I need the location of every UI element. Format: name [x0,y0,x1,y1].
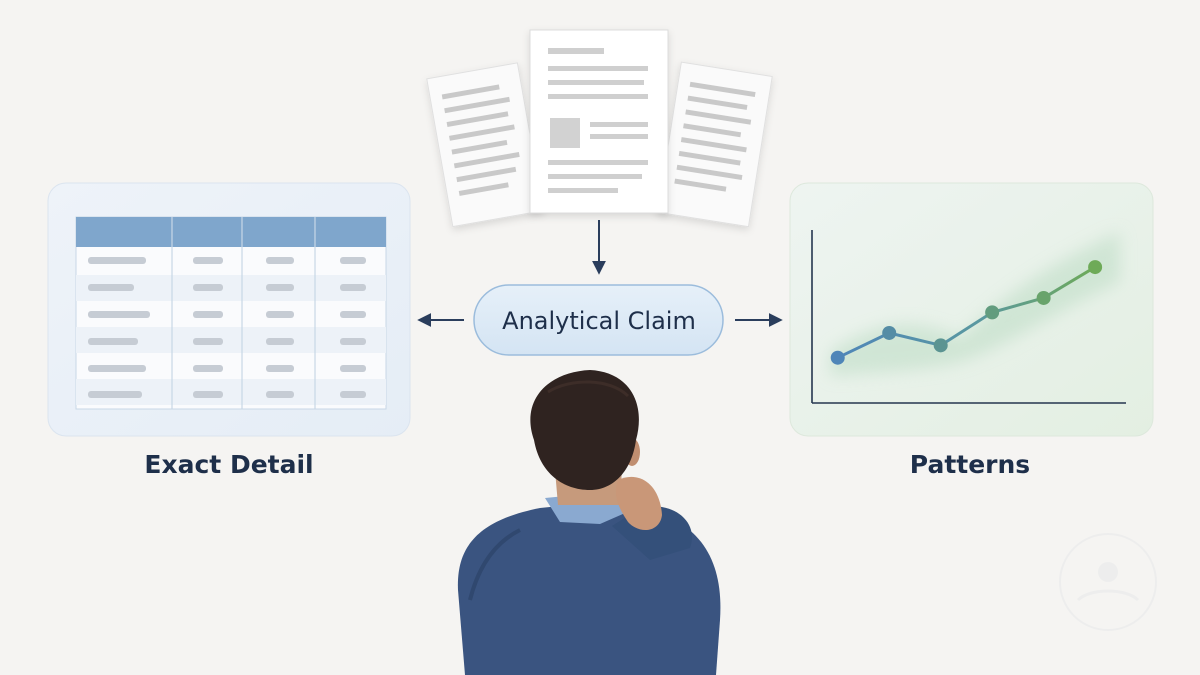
patterns-chart [811,230,1126,404]
data-table-icon [75,216,387,410]
chart-series-line [837,265,1096,360]
exact-detail-panel [47,182,411,437]
exact-detail-caption: Exact Detail [144,450,313,479]
chart-data-point [933,338,948,353]
chart-data-point [882,325,897,340]
chart-data-point [1088,260,1103,275]
patterns-caption: Patterns [910,450,1030,479]
document-front-sheet [529,29,669,214]
document-right-sheet [657,61,773,228]
analytical-claim-node: Analytical Claim [473,284,724,356]
person-hand [615,476,662,531]
document-left-sheet [426,62,545,228]
patterns-panel [789,182,1154,437]
watermark-logo [1059,533,1157,631]
chart-data-point [1036,290,1051,305]
trend-band [830,232,1120,376]
document-stack-icon [426,29,773,228]
chart-data-point [830,350,845,365]
person-thinking-figure [457,370,721,675]
analytical-claim-label: Analytical Claim [502,307,696,335]
chart-data-point [985,305,1000,320]
person-head-hair [530,370,639,490]
